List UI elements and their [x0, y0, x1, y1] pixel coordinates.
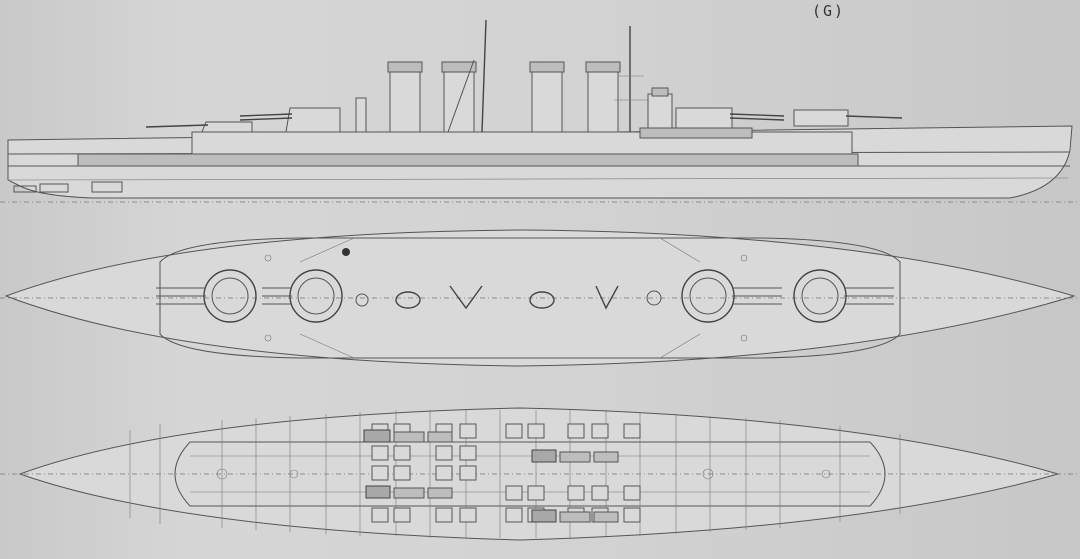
funnels — [387, 61, 621, 133]
keel-block-1 — [13, 185, 37, 193]
superstructure — [191, 131, 853, 155]
turret-fore-2 — [793, 109, 849, 127]
engine-sets — [363, 429, 619, 523]
armor-belt — [77, 153, 859, 167]
funnel-3 — [531, 65, 563, 133]
bridge — [647, 93, 673, 129]
forecastle-block — [639, 127, 753, 139]
deck-tripod-fore — [595, 285, 619, 310]
ink-spot — [342, 248, 350, 256]
turret-aft-1 — [201, 121, 253, 133]
deck-house-outline — [159, 237, 901, 359]
deck-plan-view — [0, 229, 1080, 367]
boiler-rooms — [371, 423, 641, 523]
sheet-label: (G) — [812, 2, 846, 20]
funnel-2 — [443, 65, 475, 133]
deck-mast-base — [646, 290, 662, 306]
deck-funnel-1 — [395, 291, 421, 309]
inner-bottom-outline — [174, 441, 886, 507]
funnel-1 — [389, 65, 421, 133]
keel-block-2 — [39, 183, 69, 193]
side-elevation-view — [0, 19, 1080, 203]
turret-fore-1 — [675, 107, 733, 129]
deck-turret-fore-2 — [793, 269, 894, 323]
deck-turret-aft-1 — [156, 269, 257, 323]
funnel-4 — [587, 65, 619, 133]
deck-funnel-2 — [529, 291, 555, 309]
keel-block-3 — [91, 181, 123, 193]
deck-vent — [355, 293, 369, 307]
vent-1 — [355, 97, 367, 133]
deck-turret-fore-1 — [681, 269, 782, 323]
hold-plan-view — [0, 407, 1080, 541]
deck-turret-aft-2 — [262, 269, 343, 323]
mast-aft — [481, 19, 487, 133]
turret-aft-2 — [285, 107, 341, 133]
deck-tripod-aft — [449, 285, 483, 310]
